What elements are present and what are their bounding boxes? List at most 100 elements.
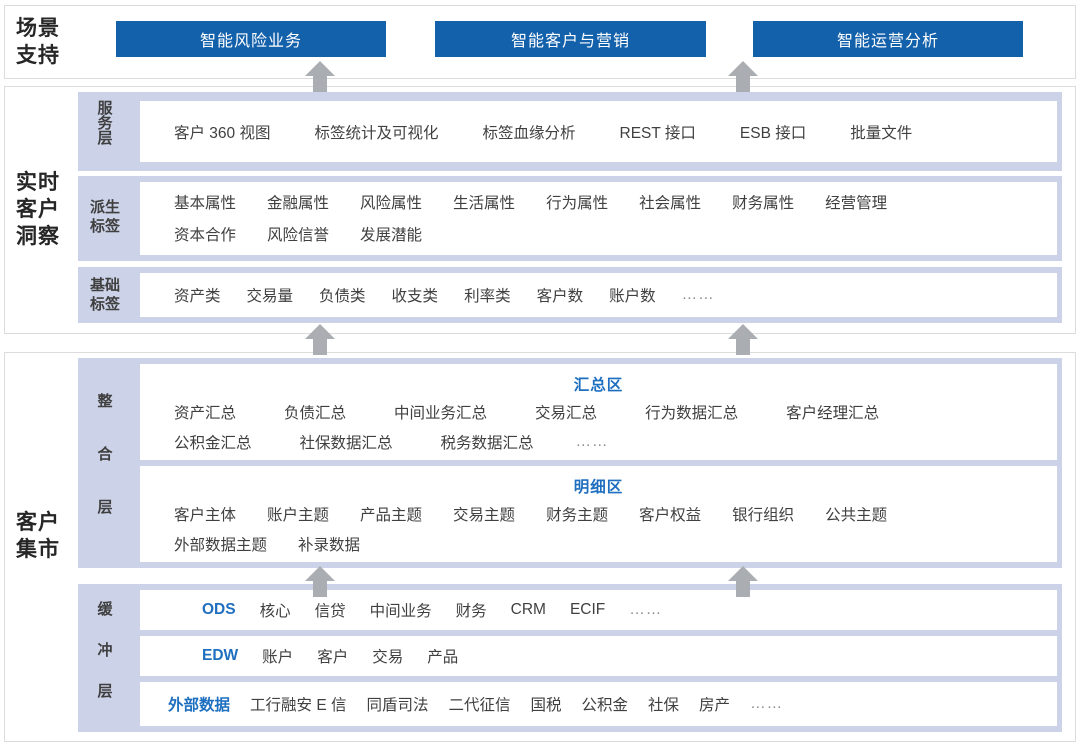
buffer-external-box: 外部数据 工行融安 E 信 同盾司法 二代征信 国税 公积金 社保 房产 …… bbox=[140, 682, 1057, 726]
buffer-external-row: 外部数据 工行融安 E 信 同盾司法 二代征信 国税 公积金 社保 房产 …… bbox=[168, 682, 783, 726]
band-basic-tags: 基础 标签 资产类 交易量 负债类 收支类 利率类 客户数 账户数 …… bbox=[78, 267, 1062, 323]
tag-item[interactable]: 利率类 bbox=[464, 288, 511, 305]
tag-item[interactable]: 标签统计及可视化 bbox=[314, 124, 439, 142]
arrow-up-icon bbox=[726, 563, 760, 597]
tag-item[interactable]: 公积金 bbox=[581, 697, 629, 714]
band-label-buffer-layer: 缓 冲 层 bbox=[97, 601, 113, 700]
tag-item[interactable]: 财务主题 bbox=[546, 507, 609, 524]
section-caption-insight: 实时 客户 洞察 bbox=[16, 170, 72, 251]
tag-item[interactable]: 客户 360 视图 bbox=[174, 124, 271, 142]
tag-item[interactable]: 公积金汇总 bbox=[174, 435, 252, 452]
buffer-ods-box: ODS 核心 信贷 中间业务 财务 CRM ECIF …… bbox=[140, 590, 1057, 630]
arrow-up-icon bbox=[303, 563, 337, 597]
section-caption-mart: 客户 集市 bbox=[16, 510, 72, 564]
band-service-layer: 服 务 层 客户 360 视图 标签统计及可视化 标签血缘分析 REST 接口 … bbox=[78, 92, 1062, 171]
tag-item-accent[interactable]: ODS bbox=[202, 601, 236, 618]
scene-button-risk[interactable]: 智能风险业务 bbox=[116, 21, 386, 57]
arrow-up-icon bbox=[303, 58, 337, 92]
tag-item[interactable]: 标签血缘分析 bbox=[482, 124, 576, 142]
tag-item[interactable]: 客户经理汇总 bbox=[786, 405, 880, 422]
tag-item[interactable]: 风险属性 bbox=[360, 195, 423, 212]
tag-item[interactable]: 税务数据汇总 bbox=[440, 435, 534, 452]
tag-item[interactable]: 金融属性 bbox=[267, 195, 330, 212]
tag-item[interactable]: 行为属性 bbox=[546, 195, 609, 212]
tag-item[interactable]: 财务 bbox=[455, 603, 487, 620]
tag-item[interactable]: 中间业务汇总 bbox=[394, 405, 488, 422]
band-label-integration-layer: 整 合 层 bbox=[97, 393, 113, 516]
tag-item[interactable]: 社会属性 bbox=[639, 195, 702, 212]
tag-item[interactable]: 客户权益 bbox=[639, 507, 702, 524]
derived-tags-box: 基本属性 金融属性 风险属性 生活属性 行为属性 社会属性 财务属性 经营管理 … bbox=[140, 182, 1057, 255]
tag-item[interactable]: 资本合作 bbox=[174, 227, 237, 244]
tag-item[interactable]: 外部数据主题 bbox=[174, 537, 268, 554]
tag-item[interactable]: 行为数据汇总 bbox=[645, 405, 739, 422]
tag-item[interactable]: 交易汇总 bbox=[535, 405, 598, 422]
tag-item[interactable]: 基本属性 bbox=[174, 195, 237, 212]
tag-item-ellipsis: …… bbox=[750, 695, 784, 712]
tag-item[interactable]: 客户 bbox=[317, 649, 349, 666]
band-label-service-layer: 服 务 层 bbox=[97, 100, 113, 147]
tag-item[interactable]: 国税 bbox=[530, 697, 562, 714]
tag-item[interactable]: 批量文件 bbox=[850, 124, 913, 142]
arrow-up-icon bbox=[726, 321, 760, 355]
tag-item[interactable]: 交易 bbox=[372, 649, 404, 666]
summary-zone-row-2: 公积金汇总 社保数据汇总 税务数据汇总 …… bbox=[174, 426, 609, 458]
tag-item[interactable]: 账户数 bbox=[609, 288, 656, 305]
tag-item-accent[interactable]: EDW bbox=[202, 647, 239, 664]
tag-item[interactable]: 发展潜能 bbox=[360, 227, 423, 244]
tag-item[interactable]: 客户主体 bbox=[174, 507, 237, 524]
tag-item[interactable]: 资产汇总 bbox=[174, 405, 237, 422]
service-layer-box: 客户 360 视图 标签统计及可视化 标签血缘分析 REST 接口 ESB 接口… bbox=[140, 101, 1057, 162]
service-layer-row: 客户 360 视图 标签统计及可视化 标签血缘分析 REST 接口 ESB 接口… bbox=[174, 101, 912, 162]
tag-item[interactable]: 公共主题 bbox=[825, 507, 888, 524]
tag-item[interactable]: ECIF bbox=[569, 601, 606, 618]
buffer-edw-box: EDW 账户 客户 交易 产品 bbox=[140, 636, 1057, 676]
tag-item[interactable]: 生活属性 bbox=[453, 195, 516, 212]
tag-item[interactable]: 客户数 bbox=[536, 288, 584, 305]
tag-item[interactable]: 交易主题 bbox=[453, 507, 516, 524]
scene-button-operation-analysis[interactable]: 智能运营分析 bbox=[753, 21, 1023, 57]
tag-item[interactable]: 财务属性 bbox=[732, 195, 795, 212]
tag-item-ellipsis: …… bbox=[629, 601, 663, 618]
tag-item[interactable]: 交易量 bbox=[246, 288, 294, 305]
basic-tags-box: 资产类 交易量 负债类 收支类 利率类 客户数 账户数 …… bbox=[140, 273, 1057, 317]
tag-item[interactable]: REST 接口 bbox=[619, 124, 696, 142]
band-derived-tags: 派生 标签 基本属性 金融属性 风险属性 生活属性 行为属性 社会属性 财务属性… bbox=[78, 176, 1062, 261]
tag-item[interactable]: 补录数据 bbox=[298, 537, 361, 554]
tag-item[interactable]: 中间业务 bbox=[369, 603, 432, 620]
caption-line: 客户 bbox=[16, 511, 60, 534]
tag-item[interactable]: 信贷 bbox=[314, 603, 346, 620]
caption-line: 洞察 bbox=[16, 224, 60, 248]
tag-item[interactable]: 社保 bbox=[648, 697, 680, 714]
caption-line: 支持 bbox=[16, 43, 60, 67]
tag-item[interactable]: 二代征信 bbox=[448, 697, 511, 714]
summary-zone-box: 汇总区 资产汇总 负债汇总 中间业务汇总 交易汇总 行为数据汇总 客户经理汇总 … bbox=[140, 364, 1057, 460]
tag-item[interactable]: 银行组织 bbox=[732, 507, 795, 524]
tag-item[interactable]: 产品主题 bbox=[360, 507, 423, 524]
tag-item[interactable]: 房产 bbox=[699, 697, 731, 714]
tag-item[interactable]: 账户主题 bbox=[267, 507, 330, 524]
tag-item[interactable]: CRM bbox=[510, 601, 546, 618]
tag-item[interactable]: 账户 bbox=[262, 649, 294, 666]
band-label-basic-tags: 基础 标签 bbox=[89, 277, 120, 313]
scene-button-customer-marketing[interactable]: 智能客户与营销 bbox=[435, 21, 706, 57]
tag-item[interactable]: 工行融安 E 信 bbox=[250, 697, 347, 714]
tag-item[interactable]: 负债汇总 bbox=[284, 405, 347, 422]
tag-item[interactable]: 核心 bbox=[259, 603, 291, 620]
tag-item[interactable]: 负债类 bbox=[319, 288, 366, 305]
tag-item[interactable]: 社保数据汇总 bbox=[299, 435, 393, 452]
tag-item[interactable]: 收支类 bbox=[391, 288, 439, 305]
tag-item[interactable]: 产品 bbox=[427, 649, 459, 666]
tag-item[interactable]: 风险信誉 bbox=[267, 227, 330, 244]
derived-tags-row-2: 资本合作 风险信誉 发展潜能 bbox=[174, 217, 422, 251]
tag-item[interactable]: 经营管理 bbox=[825, 195, 888, 212]
tag-item[interactable]: 资产类 bbox=[174, 288, 221, 305]
tag-item[interactable]: 同盾司法 bbox=[366, 697, 429, 714]
caption-line: 客户 bbox=[16, 197, 60, 221]
arrow-up-icon bbox=[303, 321, 337, 355]
tag-item-accent[interactable]: 外部数据 bbox=[168, 697, 231, 714]
summary-zone-row-1: 资产汇总 负债汇总 中间业务汇总 交易汇总 行为数据汇总 客户经理汇总 bbox=[174, 396, 879, 428]
caption-line: 场景 bbox=[16, 17, 60, 40]
buffer-edw-row: EDW 账户 客户 交易 产品 bbox=[202, 636, 458, 676]
tag-item[interactable]: ESB 接口 bbox=[739, 124, 807, 142]
